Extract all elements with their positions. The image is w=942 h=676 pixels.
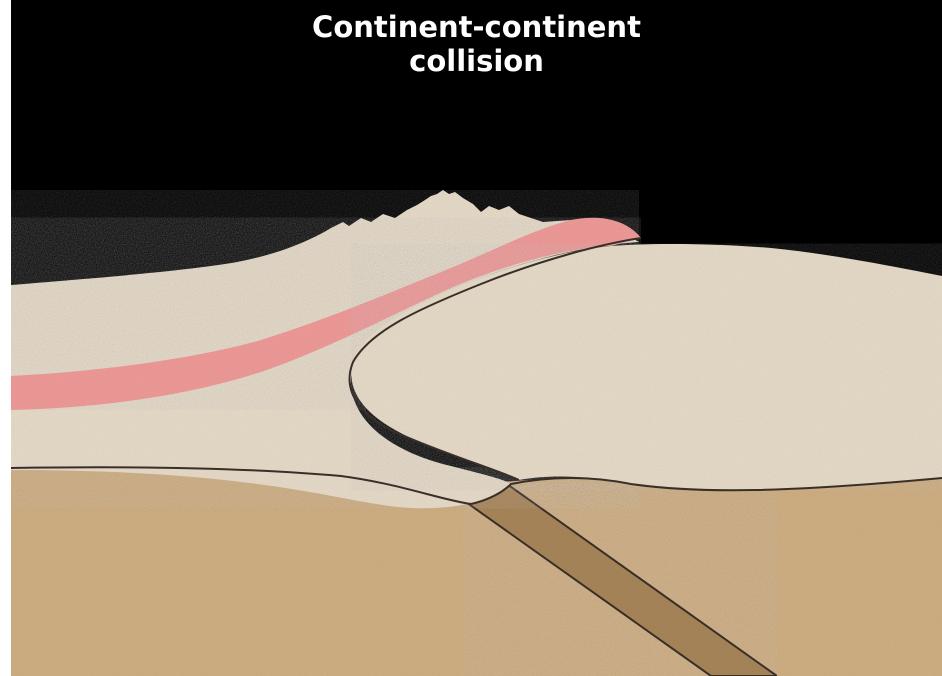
- collision-cross-section: [11, 0, 942, 676]
- diagram-title: Continent-continent collision: [11, 10, 942, 78]
- diagram-frame: Continent-continent collision: [11, 0, 942, 676]
- title-line-2: collision: [11, 44, 942, 78]
- title-line-1: Continent-continent: [11, 10, 942, 44]
